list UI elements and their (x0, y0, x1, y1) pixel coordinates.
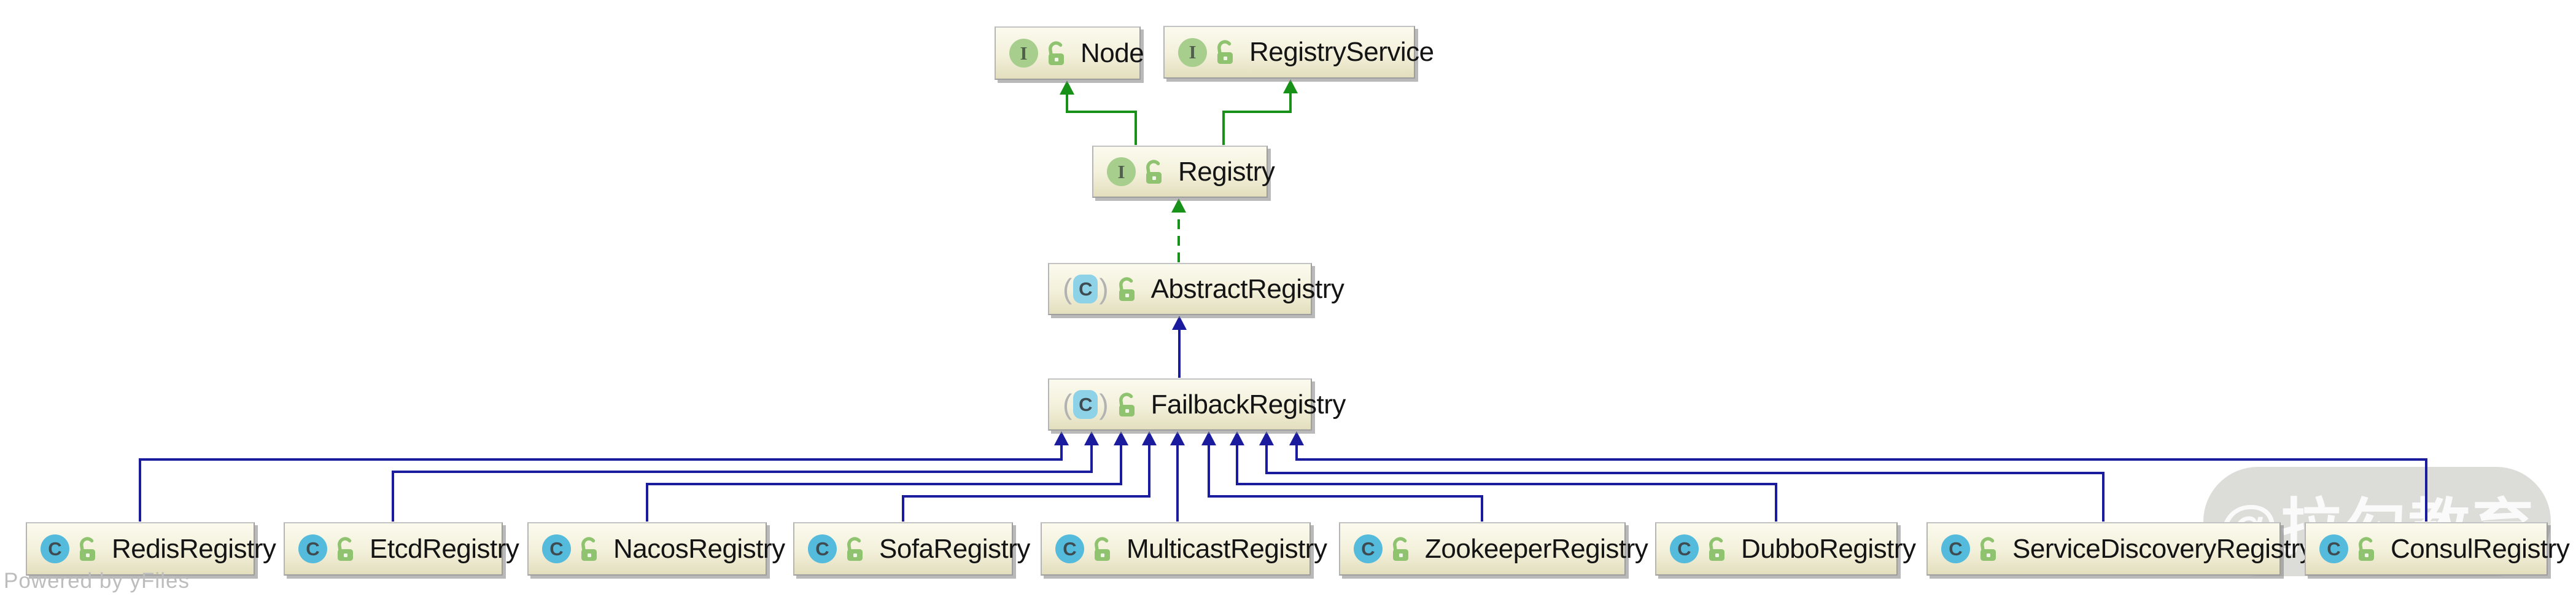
edge-extends-serviceDiscovery-to-failbackRegistry (1265, 444, 2105, 522)
class-node-zookeeper[interactable]: C ZookeeperRegistry (1339, 522, 1648, 576)
node-icons: C (808, 534, 867, 563)
public-lock-icon (1709, 536, 1724, 561)
class-node-consul[interactable]: C ConsulRegistry (2305, 522, 2570, 576)
public-lock-icon (1119, 276, 1135, 301)
edge-extends-sofa-to-failbackRegistry (902, 444, 1150, 522)
edge-arrowhead (1283, 79, 1298, 93)
public-lock-icon (581, 536, 597, 561)
class-label: ConsulRegistry (2391, 533, 2570, 564)
public-lock-icon (1217, 40, 1233, 64)
class-node-multicast[interactable]: C MulticastRegistry (1041, 522, 1327, 576)
class-node-node[interactable]: I Node (995, 26, 1144, 80)
edge-arrowhead (1142, 431, 1157, 445)
class-icon: C (1055, 534, 1084, 563)
edge-arrowhead (1114, 431, 1128, 445)
edge-arrowhead (1259, 431, 1274, 445)
class-label: SofaRegistry (879, 533, 1030, 564)
edge-arrowhead (1230, 431, 1244, 445)
node-icons: C (1055, 534, 1114, 563)
public-lock-icon (1119, 392, 1135, 416)
public-lock-icon (1095, 536, 1110, 561)
class-icon: C (1354, 534, 1383, 563)
interface-icon: I (1178, 37, 1207, 67)
node-icons: (C) (1063, 275, 1139, 303)
class-node-etcd[interactable]: C EtcdRegistry (284, 522, 519, 576)
class-icon: C (1670, 534, 1699, 563)
public-lock-icon (1393, 536, 1408, 561)
class-label: ServiceDiscoveryRegistry (2012, 533, 2313, 564)
edge-realization-registry-to-node (1066, 93, 1137, 145)
class-node-serviceDiscovery[interactable]: C ServiceDiscoveryRegistry (1926, 522, 2313, 576)
class-node-failbackRegistry[interactable]: (C) FailbackRegistry (1048, 378, 1346, 431)
class-label: FailbackRegistry (1150, 389, 1346, 420)
edge-arrowhead (1172, 316, 1187, 330)
edge-arrowhead (1060, 80, 1074, 95)
edge-arrowhead (1289, 431, 1304, 445)
edge-arrowhead (1054, 431, 1069, 445)
class-node-abstractRegistry[interactable]: (C) AbstractRegistry (1048, 263, 1344, 315)
interface-icon: I (1107, 157, 1136, 186)
node-icons: C (1670, 534, 1729, 563)
node-icons: I (1009, 39, 1068, 68)
public-lock-icon (338, 536, 353, 561)
node-icons: C (1941, 534, 2000, 563)
public-lock-icon (2359, 536, 2374, 561)
class-label: NacosRegistry (613, 533, 785, 564)
class-icon: C (298, 534, 327, 563)
abstract-class-icon: (C) (1063, 273, 1109, 305)
class-icon: C (2319, 534, 2348, 563)
abstract-class-icon: (C) (1063, 388, 1109, 420)
edge-arrowhead (1084, 431, 1099, 445)
class-label: ZookeeperRegistry (1425, 533, 1648, 564)
edge-extends-dubbo-to-failbackRegistry (1236, 444, 1777, 522)
class-node-registryService[interactable]: I RegistryService (1163, 26, 1434, 79)
class-label: RegistryService (1249, 37, 1434, 67)
class-node-registry[interactable]: I Registry (1092, 146, 1275, 198)
edge-extends-redis-to-failbackRegistry (139, 444, 1063, 522)
node-icons: C (298, 534, 357, 563)
class-label: DubboRegistry (1741, 533, 1916, 564)
edge-arrowhead (1170, 431, 1185, 445)
interface-icon: I (1009, 39, 1038, 68)
class-icon: C (41, 534, 69, 563)
class-node-nacos[interactable]: C NacosRegistry (527, 522, 785, 576)
node-icons: I (1107, 157, 1166, 186)
edge-arrowhead (1171, 198, 1186, 213)
yfiles-credit: Powered by yFiles (4, 569, 190, 593)
class-label: AbstractRegistry (1150, 273, 1344, 304)
node-icons: (C) (1063, 390, 1139, 419)
edge-extends-etcd-to-failbackRegistry (392, 444, 1093, 522)
class-node-sofa[interactable]: C SofaRegistry (793, 522, 1030, 576)
node-icons: C (41, 534, 99, 563)
class-label: MulticastRegistry (1127, 533, 1327, 564)
class-label: Registry (1178, 156, 1275, 187)
public-lock-icon (80, 536, 95, 561)
class-icon: C (1941, 534, 1970, 563)
public-lock-icon (1980, 536, 1996, 561)
node-icons: C (1354, 534, 1413, 563)
class-label: Node (1080, 37, 1144, 68)
public-lock-icon (1146, 159, 1162, 184)
class-icon: C (542, 534, 571, 563)
class-node-redis[interactable]: C RedisRegistry (26, 522, 276, 576)
edge-realization-registry-to-registryService (1222, 92, 1292, 145)
public-lock-icon (1049, 41, 1064, 65)
edge-arrowhead (1201, 431, 1216, 445)
class-label: EtcdRegistry (370, 533, 519, 564)
node-icons: C (542, 534, 601, 563)
edge-extends-zookeeper-to-failbackRegistry (1208, 444, 1483, 522)
class-icon: C (808, 534, 837, 563)
class-label: RedisRegistry (112, 533, 276, 564)
node-icons: I (1178, 37, 1237, 67)
class-node-dubbo[interactable]: C DubboRegistry (1655, 522, 1916, 576)
node-icons: C (2319, 534, 2378, 563)
edge-extends-nacos-to-failbackRegistry (646, 444, 1122, 522)
public-lock-icon (847, 536, 863, 561)
edge-extends-consul-to-failbackRegistry (1295, 444, 2427, 522)
